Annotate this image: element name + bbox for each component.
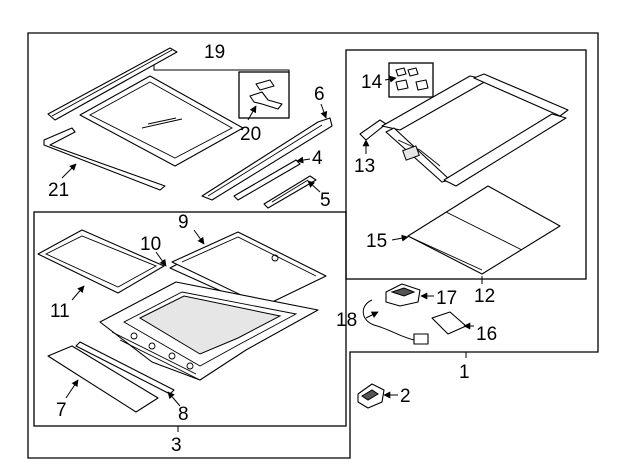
assembly-12-box [345,49,587,280]
sunroof-glass-9 [171,231,327,307]
clip-kit-14 [395,67,429,91]
sunroof-track-mechanism [381,73,569,187]
callout-12: 12 [474,286,495,307]
callout-3: 3 [171,435,182,456]
leader-20 [247,105,257,121]
bracket-13 [359,119,387,141]
callout-6: 6 [314,84,325,105]
trim-piece-4 [233,159,301,201]
motor-17 [385,283,421,307]
callout-2: 2 [400,386,411,407]
leader-10 [155,251,167,267]
callout-1: 1 [459,362,470,383]
callout-5: 5 [320,190,331,211]
callout-21: 21 [48,180,69,201]
callout-20: 20 [240,124,261,145]
sunshade-15 [407,185,561,275]
leader-18 [365,311,379,319]
leader-14 [384,75,397,83]
callout-10: 10 [140,234,161,255]
callout-17: 17 [436,288,457,309]
deflector-strip [47,47,178,121]
assembly-3-box [33,211,347,427]
seal-strip-8 [75,341,175,395]
callout-4: 4 [312,148,323,169]
leader-8 [167,391,181,407]
callout-15: 15 [366,231,387,252]
roof-glass-panel [79,75,244,167]
leader-9 [193,229,205,245]
callout-14: 14 [361,72,383,93]
side-molding-6 [201,117,333,201]
trim-piece-5 [263,175,317,209]
leader-15 [391,234,409,242]
callout-16: 16 [476,324,497,345]
callout-9: 9 [178,212,189,233]
callout-18: 18 [336,310,357,331]
callout-13: 13 [354,156,375,177]
kit-14-box [388,62,434,98]
harness-18 [362,299,429,345]
callout-8: 8 [178,404,189,425]
leader-21 [61,163,77,179]
leader-6 [320,103,328,119]
callout-19: 19 [204,42,225,63]
switch-2 [357,383,385,409]
leader-4 [296,156,311,164]
sunroof-frame [99,281,319,381]
callout-19-bracket [153,62,290,118]
assembly-1-box [27,32,599,459]
callout-7: 7 [56,400,67,421]
leader-11 [71,285,85,301]
leader-5 [307,180,321,193]
seal-kit-20-part [249,79,283,110]
callout-11: 11 [50,301,70,322]
module-16 [431,311,467,335]
wind-deflector-7 [47,345,159,413]
front-drain-seal [43,127,166,191]
leader-7 [65,379,79,399]
